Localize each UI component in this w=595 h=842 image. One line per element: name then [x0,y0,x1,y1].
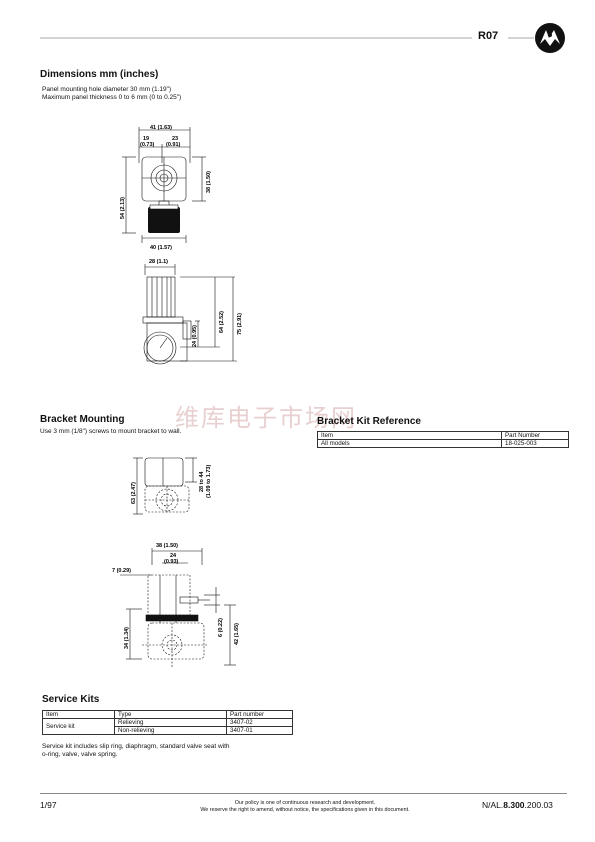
service-kits-type-2: Non-relieving [114,726,227,735]
bracket-kit-table: Item Part Number All models 18-025-003 [317,431,569,448]
service-kits-note-2: o-ring, valve, valve spring. [42,751,118,758]
bracket-description: Use 3 mm (1/8") screws to mount bracket … [40,428,182,435]
company-logo-icon [535,23,565,53]
bracket-kit-heading: Bracket Kit Reference [317,416,421,427]
service-kits-type-1: Relieving [114,718,227,727]
service-kits-item: Service kit [42,718,115,735]
dimensions-heading: Dimensions mm (inches) [40,69,159,80]
footer-doc-number: N/AL.8.300.200.03 [482,800,553,810]
bracket-side-drawing: 38 (1.50) 24 (0.93) 7 (0.29) 34 (1.34) 6… [112,543,240,667]
service-kits-note-1: Service kit includes slip ring, diaphrag… [42,743,230,750]
dim-38b-label: 38 (1.50) [156,543,178,549]
dim-28to44-label: 28 to 44 [199,471,205,492]
bracket-kit-item: All models [317,439,502,448]
service-kits-part-1: 3407-02 [226,718,293,727]
bracket-kit-col-part: Part Number [501,431,569,440]
service-kits-heading: Service Kits [42,694,100,705]
dim-41-label: 41 (1.63) [150,125,172,131]
dim-24bb-label: (0.93) [164,559,179,565]
dimensions-line2: Maximum panel thickness 0 to 6 mm (0 to … [42,94,182,101]
dim-40-label: 40 (1.57) [150,245,172,251]
bracket-top-drawing: 63 (2.47) 28 to 44 (1.09 to 1.73) [131,457,212,515]
dim-64-label: 64 (2.52) [219,311,225,333]
dim-54-label: 54 (2.13) [120,197,126,219]
header-rule-right [508,37,534,39]
dim-38-label: 38 (1.50) [206,171,212,193]
dim-23-label: 23 [172,136,178,142]
dim-23b-label: (0.91) [166,142,181,148]
dim-19-label: 19 [143,136,149,142]
dim-42-label: 42 (1.65) [234,623,240,645]
service-kits-table: Item Type Part number Service kit Reliev… [42,710,293,735]
front-view-drawing: 41 (1.63) 19 (0.73) 23 (0.91) 38 (1.50) … [120,125,212,251]
dim-28to44b-label: (1.09 to 1.73) [206,465,212,498]
dim-19b-label: (0.73) [140,142,155,148]
service-kits-col-item: Item [42,710,115,719]
footer-policy: Our policy is one of continuous research… [150,800,460,813]
bracket-kit-header-row: Item Part Number [317,431,569,440]
bracket-heading: Bracket Mounting [40,414,125,425]
dim-34-label: 34 (1.34) [124,627,130,649]
service-kits-header-row: Item Type Part number [42,710,293,719]
footer-doc-prefix: N/AL. [482,800,504,810]
dim-7-label: 7 (0.29) [112,568,131,574]
footer-date: 1/97 [40,800,57,810]
table-row: All models 18-025-003 [317,439,569,448]
dim-6-label: 6 (0.22) [218,618,224,637]
footer-policy-line1: Our policy is one of continuous research… [234,800,376,806]
dim-24-label: 24 (0.95) [192,325,198,347]
dimensions-line1: Panel mounting hole diameter 30 mm (1.19… [42,86,172,93]
watermark: 维库电子市场网 [175,404,357,432]
service-kits-col-type: Type [114,710,227,719]
bracket-kit-part: 18-025-003 [501,439,569,448]
footer-rule [40,793,567,794]
header-rule [40,37,472,39]
footer-doc-suffix: .200.03 [524,800,553,810]
service-kits-col-part: Part number [226,710,293,719]
side-view-drawing: 28 (1.1) 64 (2.52) 75 (2.91) 24 (0.95) [142,259,243,365]
bracket-kit-col-item: Item [317,431,502,440]
table-row: Service kit Relieving 3407-02 [42,718,293,735]
dim-24b-label: 24 [170,553,177,559]
footer-doc-main: 8.300 [503,800,525,810]
service-kits-part-2: 3407-01 [226,726,293,735]
dim-63-label: 63 (2.47) [131,482,137,504]
table-row: Non-relieving 3407-01 [43,726,293,735]
dim-28-label: 28 (1.1) [149,259,168,265]
page-code: R07 [478,30,499,42]
footer-policy-line2: We reserve the right to amend, without n… [200,806,410,813]
dim-75-label: 75 (2.91) [237,313,243,335]
